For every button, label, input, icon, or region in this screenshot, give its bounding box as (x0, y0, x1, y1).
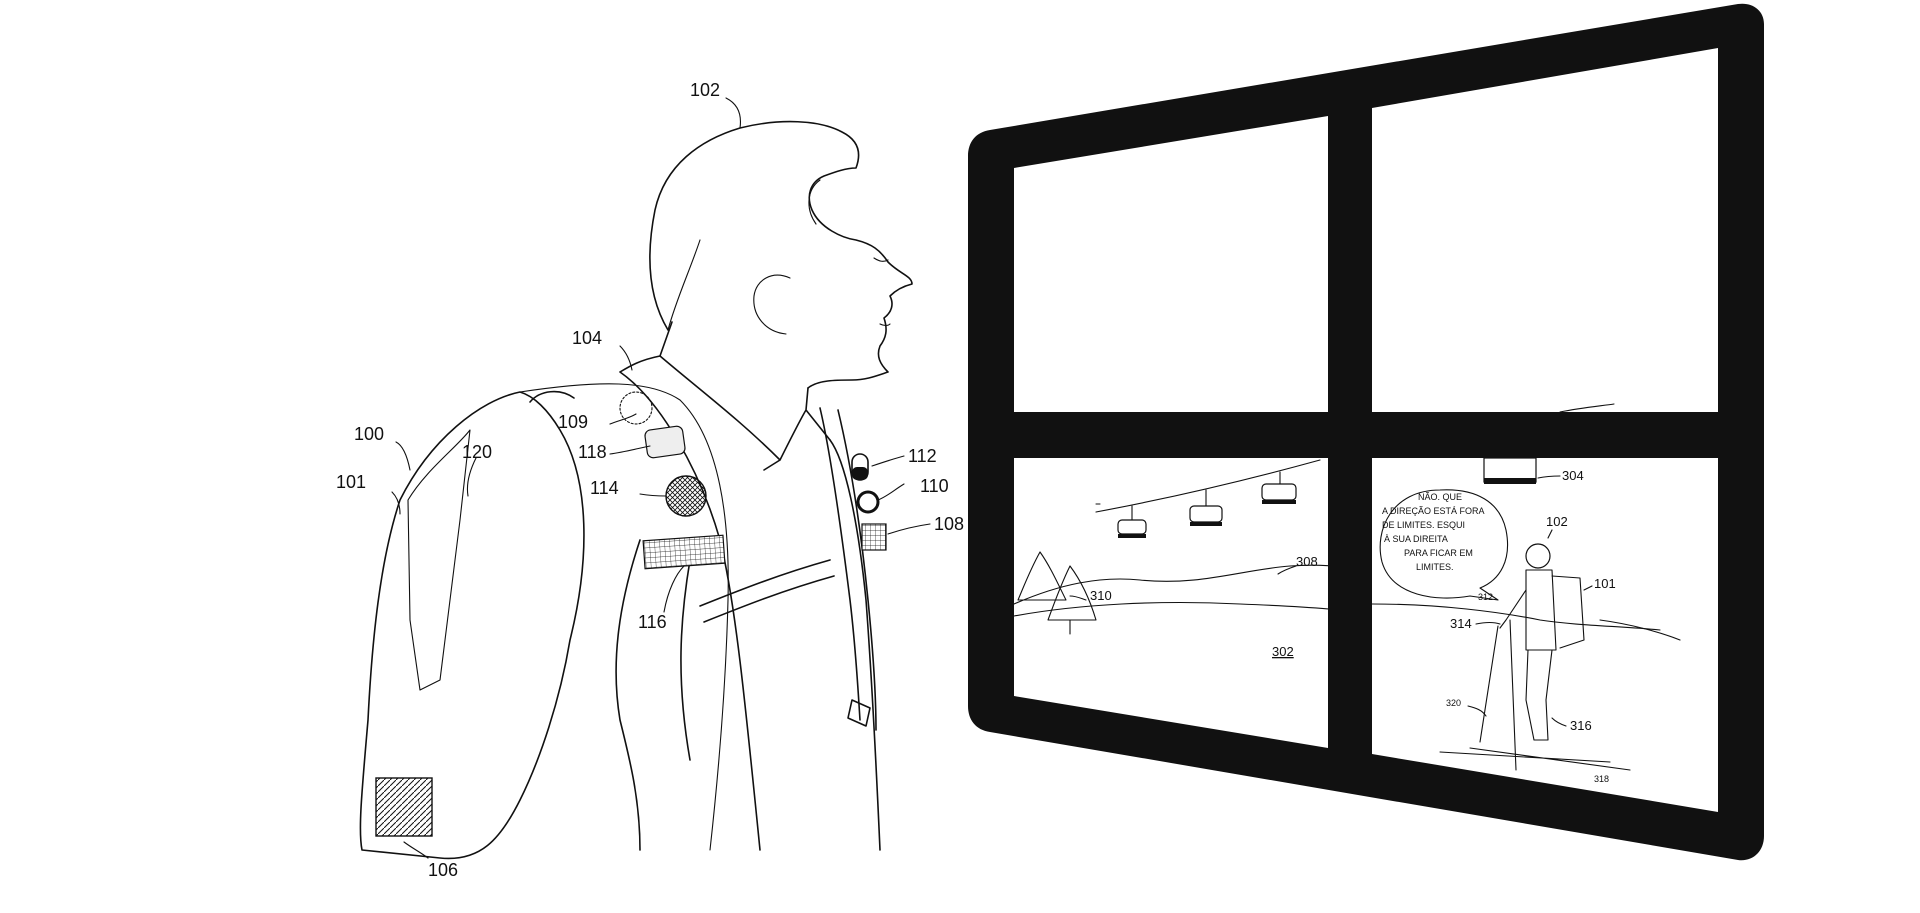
sensor-top-fill (852, 467, 868, 480)
gondola-top (1483, 458, 1537, 484)
grab-loop (529, 390, 575, 403)
skier (1439, 543, 1631, 771)
pane-top-right (1372, 48, 1718, 412)
patch-round (665, 475, 707, 517)
bubble-line-6: LIMITES. (1416, 562, 1454, 572)
label-hill-line: 308 (1296, 554, 1318, 569)
label-tree: 310 (1090, 588, 1112, 603)
window (968, 3, 1764, 861)
label-head: 102 (690, 80, 720, 100)
backpack-inner-panel (407, 429, 471, 691)
label-pole: 314 (1450, 616, 1472, 631)
gondola-2 (1189, 489, 1223, 526)
scene-right: 304 NÃO. QUE A DIREÇÃO ESTÁ FORA DE LIMI… (1372, 458, 1681, 784)
person-illustration: 102 104 100 101 120 109 118 114 116 106 … (336, 80, 964, 880)
label-sensor-square: 108 (934, 514, 964, 534)
label-skis: 318 (1594, 774, 1609, 784)
label-backpack: 100 (354, 424, 384, 444)
patch-rect (644, 425, 686, 459)
label-sensor-ring: 110 (920, 476, 949, 496)
patch-small-circle (619, 391, 653, 425)
label-pocket: 106 (428, 860, 458, 880)
label-sensor-top: 112 (908, 446, 937, 466)
label-terrain: 302 (1272, 644, 1294, 659)
leader-304 (1537, 475, 1561, 479)
leader-310 (1069, 595, 1087, 601)
label-lift: 304 (1562, 468, 1584, 483)
pane-bottom-left (1014, 458, 1328, 748)
gondola-1 (1117, 505, 1147, 538)
label-pole-lower: 320 (1446, 698, 1461, 708)
hair-line (667, 179, 821, 331)
label-arm: 312 (1478, 592, 1493, 602)
backpack-outer-shell (519, 383, 729, 851)
arm (615, 539, 691, 851)
leader-308 (1277, 565, 1297, 575)
hill-line-2 (1014, 601, 1328, 617)
label-skier: 102 (1546, 514, 1568, 529)
trees (1017, 551, 1097, 635)
pane-top-right-line (1559, 403, 1615, 413)
chest-band (642, 534, 726, 570)
label-chest-band: 116 (638, 612, 667, 632)
face-details (873, 257, 891, 327)
slope-line-2 (1599, 619, 1681, 641)
head-outline (649, 120, 913, 389)
bubble-line-4: À SUA DIREITA (1384, 534, 1448, 544)
label-patch-small: 109 (558, 412, 588, 432)
neck-collar (659, 321, 831, 471)
hill-line (1014, 564, 1328, 605)
label-patch-round: 114 (590, 478, 619, 498)
gondola-3 (1261, 471, 1297, 504)
label-shoulder: 104 (572, 328, 602, 348)
bubble-line-3: DE LIMITES. ESQUI (1382, 520, 1465, 530)
bubble-line-5: PARA FICAR EM (1404, 548, 1473, 558)
scene-left: 308 310 302 (1014, 459, 1328, 659)
pane-top-left (1014, 116, 1328, 412)
chest-strap (699, 559, 835, 623)
leader-lines (391, 97, 931, 859)
speech-bubble (1379, 489, 1508, 601)
pane-bottom-right (1372, 458, 1718, 812)
label-pack: 101 (1594, 576, 1616, 591)
ear (753, 274, 791, 335)
sensor-ring (856, 490, 880, 514)
label-leg: 316 (1570, 718, 1592, 733)
shoulder-strap (819, 407, 877, 731)
slope-line (1372, 603, 1661, 631)
label-patch-rect: 118 (578, 442, 607, 462)
sensor-square (861, 523, 887, 551)
backpack-body (359, 391, 585, 860)
bubble-line-1: NÃO. QUE (1418, 492, 1462, 502)
bubble-line-2: A DIREÇÃO ESTÁ FORA (1382, 506, 1485, 516)
lift-cable-left (1095, 459, 1321, 513)
label-panel: 120 (462, 442, 492, 462)
label-strap: 101 (336, 472, 366, 492)
pocket (375, 777, 433, 837)
